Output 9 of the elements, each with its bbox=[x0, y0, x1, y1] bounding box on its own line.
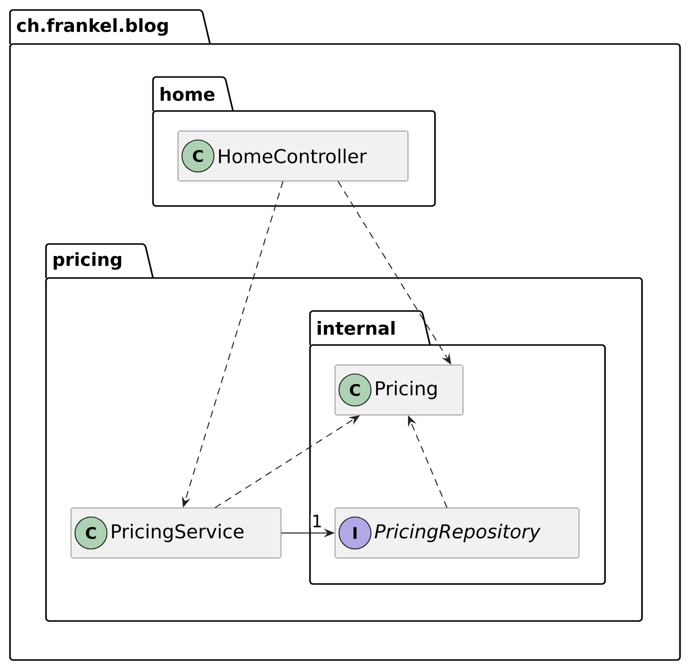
node-label: ch.frankel.blog bbox=[16, 18, 168, 36]
class-box: C PricingService bbox=[70, 508, 282, 558]
node-label: pricing bbox=[54, 252, 122, 270]
class-box: C Pricing bbox=[334, 364, 464, 416]
edge-label: 1 bbox=[310, 514, 324, 528]
node-label: home bbox=[160, 87, 214, 101]
node-label: internal bbox=[318, 321, 394, 335]
class-box: C HomeController bbox=[178, 130, 408, 182]
interface-box: I PricingRepository bbox=[334, 508, 580, 558]
